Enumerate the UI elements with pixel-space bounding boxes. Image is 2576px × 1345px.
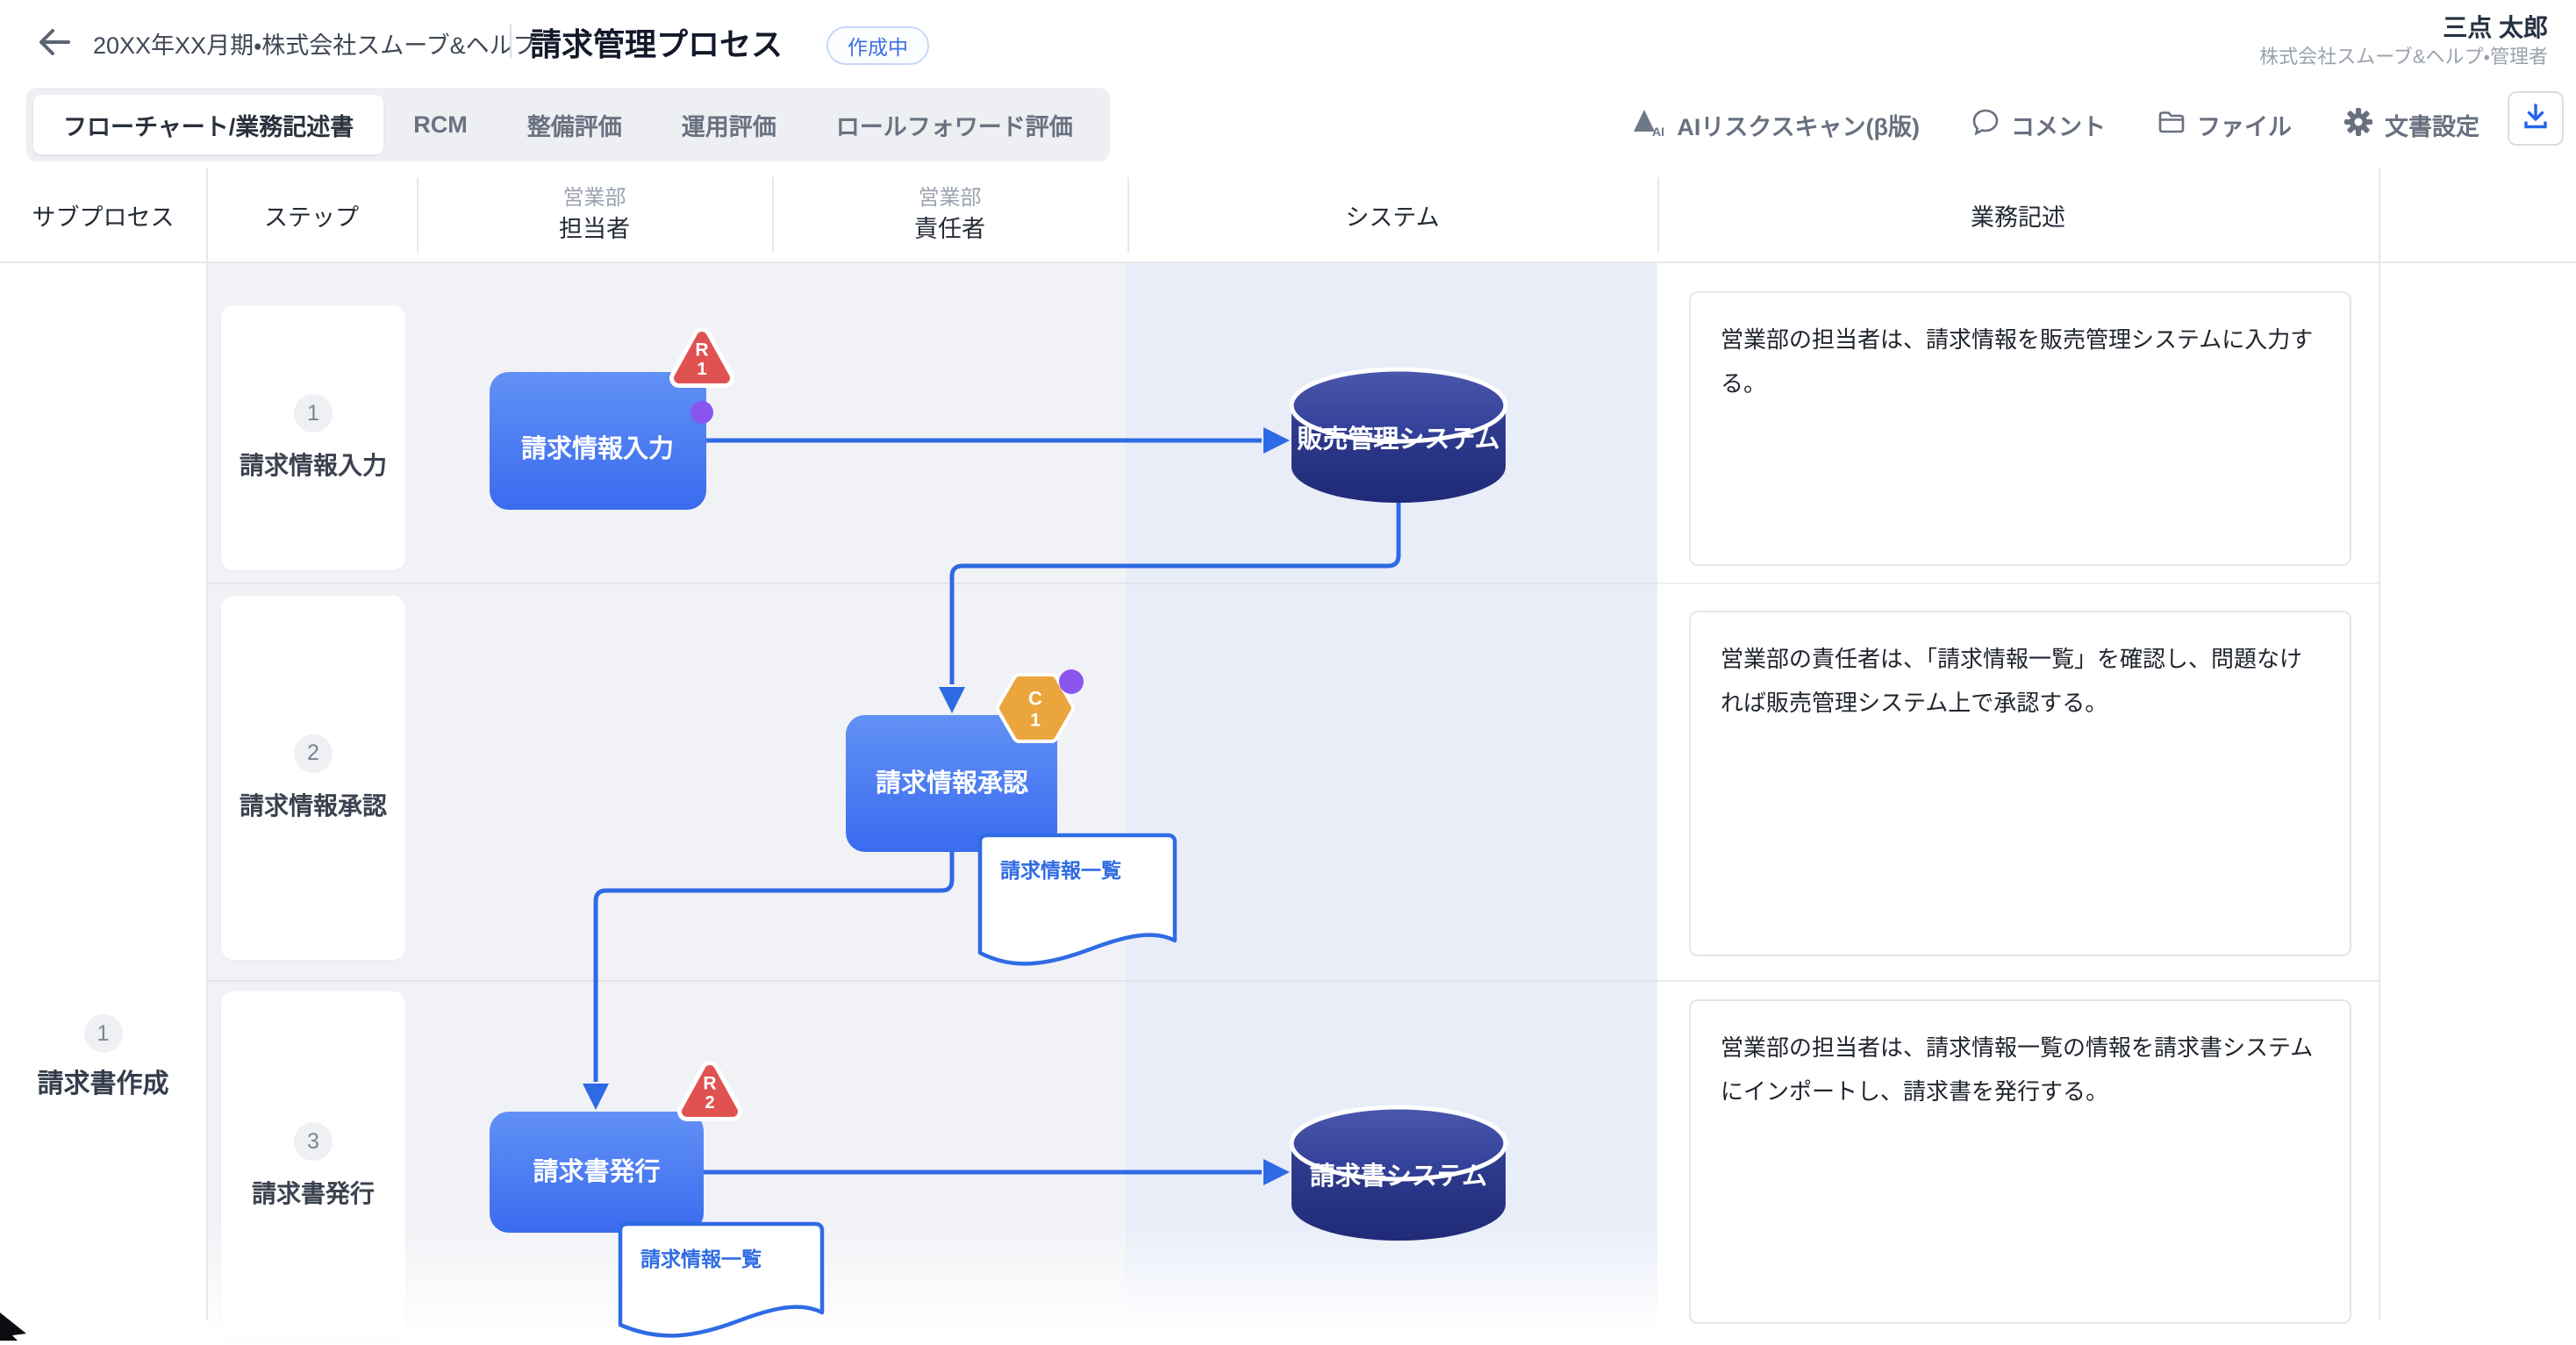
system-node-2[interactable]: 請求書システム [1289, 1105, 1508, 1241]
svg-text:請求情報一覧: 請求情報一覧 [640, 1248, 762, 1270]
mouse-cursor [0, 1311, 30, 1341]
tab-group: フローチャート/業務記述書 RCM 整備評価 運用評価 ロールフォワード評価 [26, 88, 1110, 161]
arrowheads [583, 427, 1290, 1185]
status-badge: 作成中 [826, 26, 929, 65]
svg-text:請求書発行: 請求書発行 [533, 1157, 660, 1186]
header-divider [510, 25, 512, 58]
svg-text:C: C [1028, 688, 1042, 710]
col-manager-dept: 営業部 [918, 186, 982, 210]
row-divider [1657, 980, 2379, 982]
file-button[interactable]: ファイル [2157, 107, 2292, 143]
column-border-left [206, 168, 208, 1320]
app-header: 20XX年XX月期・株式会社スムーブ&ヘルプ 請求管理プロセス 作成中 三点 太… [0, 0, 2576, 84]
arrow-left-icon [33, 29, 75, 67]
svg-text:請求書システム: 請求書システム [1310, 1162, 1487, 1191]
connector-task2-task3 [593, 852, 955, 1082]
flowchart-svg: 請求情報入力 販売管理システム 請求情報承認 請求情報一覧 請求書発行 請求情報… [490, 327, 1508, 1338]
control-badge-c1[interactable]: C 1 [996, 673, 1075, 743]
step-card-3[interactable]: 3 請求書発行 [221, 991, 405, 1341]
col-manager-role: 責任者 [914, 216, 985, 242]
tab-rollforward-eval[interactable]: ロールフォワード評価 [835, 113, 1073, 140]
download-icon [2520, 101, 2551, 137]
col-person-role: 担当者 [559, 216, 630, 242]
arrowhead-right-icon [1263, 427, 1290, 454]
tab-flowchart[interactable]: フローチャート/業務記述書 [33, 95, 384, 154]
tab-design-eval[interactable]: 整備評価 [526, 113, 622, 140]
gear-icon [2343, 106, 2374, 144]
tab-toolbar-row: フローチャート/業務記述書 RCM 整備評価 運用評価 ロールフォワード評価 A… [0, 88, 2576, 163]
svg-text:請求情報承認: 請求情報承認 [876, 769, 1028, 798]
svg-text:1: 1 [697, 360, 706, 379]
task-node-2[interactable]: 請求情報承認 [846, 715, 1057, 852]
step-label: 請求情報承認 [239, 791, 387, 819]
speech-bubble-icon [1971, 107, 2000, 143]
col-step: ステップ [264, 204, 359, 231]
col-description: 業務記述 [1971, 204, 2065, 231]
row-divider [1657, 583, 2379, 584]
risk-badge-r2[interactable]: R 2 [677, 1061, 742, 1121]
task-node-3[interactable]: 請求書発行 [490, 1112, 704, 1233]
document-node-2[interactable]: 請求情報一覧 [618, 1221, 825, 1338]
col-person-dept: 営業部 [562, 186, 626, 210]
col-system: システム [1345, 204, 1440, 231]
tab-operation-eval[interactable]: 運用評価 [681, 113, 776, 140]
connectors [593, 438, 1401, 1175]
row-divider [208, 980, 1657, 982]
svg-text:AI: AI [1652, 125, 1664, 139]
description-card-2[interactable]: 営業部の責任者は、「請求情報一覧」を確認し、問題なければ販売管理システム上で承認… [1689, 611, 2351, 956]
user-name: 三点 太郎 [2443, 14, 2548, 41]
connector-system1-task2 [949, 503, 1401, 684]
description-card-1[interactable]: 営業部の担当者は、請求情報を販売管理システムに入力する。 [1689, 291, 2351, 566]
subprocess-label: 請求書作成 [37, 1070, 169, 1098]
svg-text:2: 2 [705, 1093, 714, 1112]
back-button[interactable] [33, 21, 75, 63]
svg-text:1: 1 [1030, 711, 1041, 731]
document-node-1[interactable]: 請求情報一覧 [977, 833, 1177, 966]
svg-text:R: R [703, 1074, 716, 1094]
svg-text:請求情報一覧: 請求情報一覧 [1000, 859, 1121, 882]
step-label: 請求情報入力 [239, 452, 387, 479]
step-number: 1 [294, 394, 333, 433]
step-number: 3 [294, 1122, 333, 1161]
svg-text:販売管理システム: 販売管理システム [1297, 424, 1499, 454]
document-settings-button[interactable]: 文書設定 [2343, 106, 2479, 144]
column-border-right [2379, 168, 2380, 1320]
arrowhead-down-icon [939, 687, 965, 713]
note-dot-1[interactable] [691, 401, 713, 424]
breadcrumb[interactable]: 20XX年XX月期・株式会社スムーブ&ヘルプ [93, 32, 537, 59]
toolbar-actions: AI AIリスクスキャン(β版) コメント ファイル [1631, 88, 2479, 161]
step-number: 2 [294, 733, 333, 773]
table-header: サブプロセス ステップ 営業部 担当者 営業部 責任者 システム 業務記述 [0, 167, 2576, 263]
description-card-3[interactable]: 営業部の担当者は、請求情報一覧の情報を請求書システムにインポートし、請求書を発行… [1689, 999, 2351, 1324]
arrowhead-right-icon [1263, 1159, 1290, 1185]
svg-text:請求情報入力: 請求情報入力 [521, 434, 674, 463]
subprocess-cell[interactable]: 1 請求書作成 [0, 1014, 206, 1100]
row-divider [208, 583, 1657, 584]
ai-scan-icon: AI [1631, 104, 1666, 146]
ai-risk-scan-button[interactable]: AI AIリスクスキャン(β版) [1631, 104, 1920, 146]
user-menu[interactable]: 三点 太郎 株式会社スムーブ&ヘルプ・管理者 [2259, 12, 2548, 70]
system-node-1[interactable]: 販売管理システム [1289, 367, 1508, 503]
arrowhead-down-icon [583, 1084, 609, 1110]
download-button[interactable] [2508, 91, 2564, 146]
step-label: 請求書発行 [251, 1180, 375, 1207]
step-card-2[interactable]: 2 請求情報承認 [221, 596, 405, 960]
subprocess-number: 1 [83, 1014, 123, 1053]
tab-rcm[interactable]: RCM [413, 111, 468, 138]
flowchart-canvas: 1 請求情報入力 2 請求情報承認 3 請求書発行 1 請求書作成 営業部の担当… [0, 263, 2576, 1341]
step-card-1[interactable]: 1 請求情報入力 [221, 305, 405, 570]
col-subprocess: サブプロセス [32, 204, 175, 231]
svg-text:R: R [695, 340, 708, 361]
comment-button[interactable]: コメント [1971, 107, 2106, 143]
note-dot-2[interactable] [1059, 669, 1084, 694]
task-node-1[interactable]: 請求情報入力 [490, 372, 706, 510]
user-role: 株式会社スムーブ&ヘルプ・管理者 [2259, 46, 2548, 68]
folder-icon [2157, 107, 2186, 143]
risk-badge-r1[interactable]: R 1 [669, 327, 734, 388]
page-title: 請求管理プロセス [530, 26, 784, 62]
